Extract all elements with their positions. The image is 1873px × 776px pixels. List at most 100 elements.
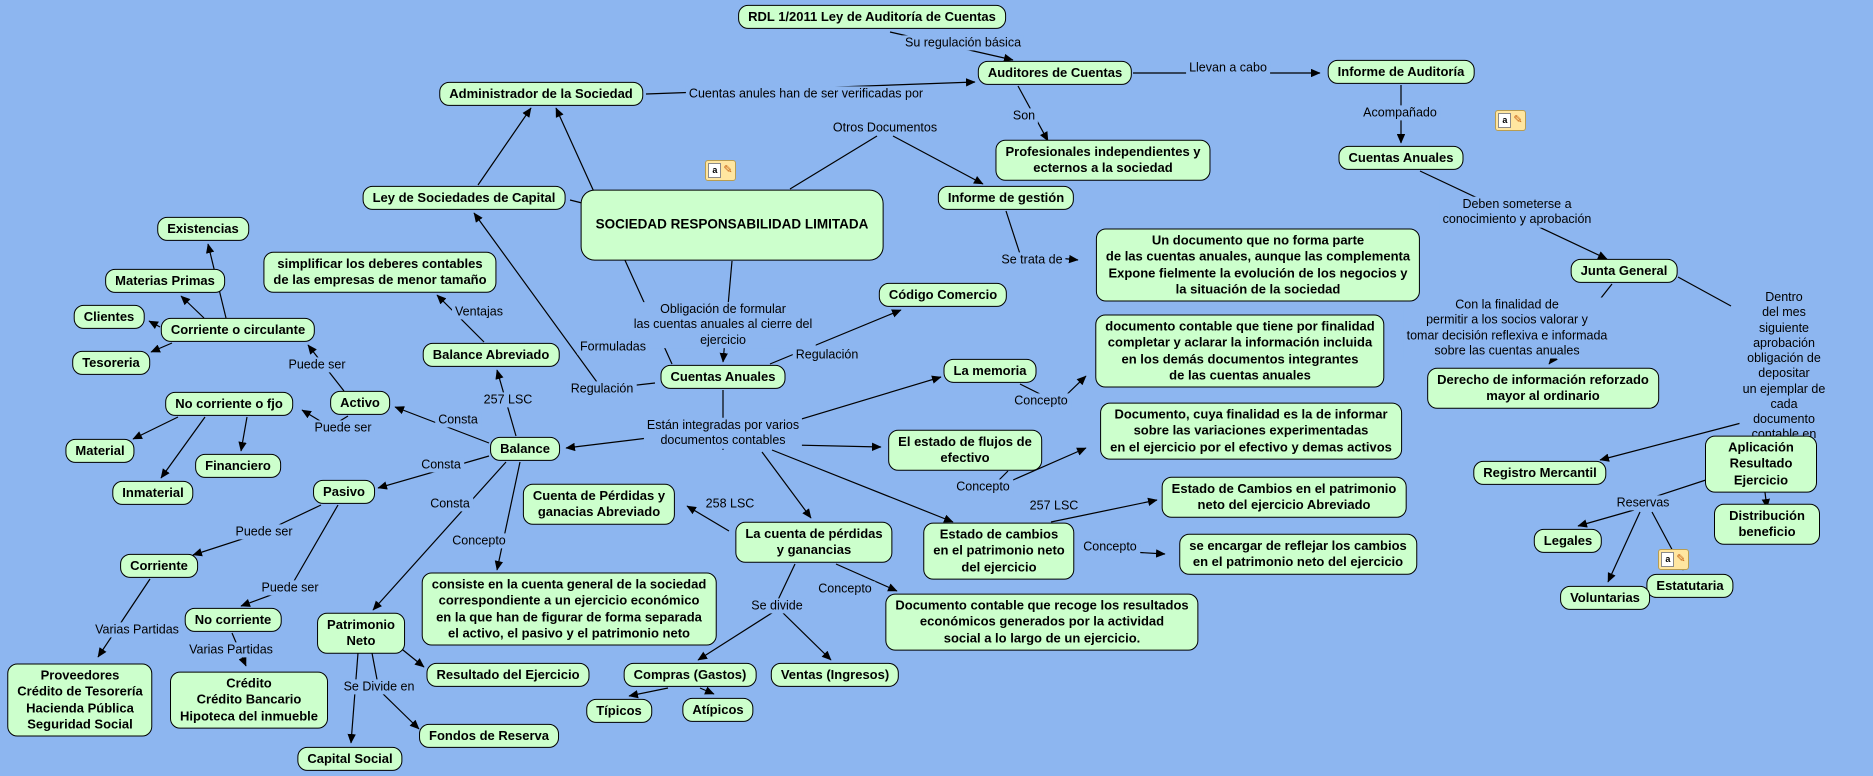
link-label-puede_ser_3[interactable]: Puede ser	[232, 524, 296, 540]
link-label-concepto_balance[interactable]: Concepto	[449, 533, 509, 549]
concept-node-corriente_circulante[interactable]: Corriente o circulante	[160, 317, 316, 343]
link-label-puede_ser_1[interactable]: Puede ser	[285, 357, 349, 373]
concept-node-aplicacion_resultado[interactable]: Aplicación Resultado Ejercicio	[1705, 435, 1817, 493]
concept-node-cuentas_anuales_der[interactable]: Cuentas Anuales	[1338, 145, 1464, 171]
concept-node-profesionales_independientes[interactable]: Profesionales independientes y ecternos …	[995, 139, 1211, 181]
concept-node-patrimonio_neto[interactable]: Patrimonio Neto	[317, 612, 405, 654]
link-label-deben_someterse[interactable]: Deben someterse a conocimiento y aprobac…	[1439, 196, 1595, 228]
concept-node-registro_mercantil[interactable]: Registro Mercantil	[1473, 460, 1607, 486]
concept-node-no_corriente_fijo[interactable]: No corriente o fjo	[165, 391, 293, 417]
link-label-concepto_cuenta[interactable]: Concepto	[815, 581, 875, 597]
concept-node-rdl_ley_auditoria[interactable]: RDL 1/2011 Ley de Auditoría de Cuentas	[738, 4, 1006, 30]
concept-node-resultado_ejercicio[interactable]: Resultado del Ejercicio	[426, 662, 590, 688]
resource-link-icon-resource-estatutaria[interactable]: a✎	[1658, 549, 1689, 570]
edge-junta_general-dentro_mes	[1677, 276, 1732, 307]
link-label-estan_integradas[interactable]: Están integradas por varios documentos c…	[643, 417, 803, 449]
concept-node-simplificar_deberes[interactable]: simplificar los deberes contables de las…	[263, 251, 497, 293]
link-label-formuladas[interactable]: Formuladas	[577, 339, 649, 355]
concept-node-administrador_sociedad[interactable]: Administrador de la Sociedad	[439, 81, 643, 107]
link-label-se_trata_de[interactable]: Se trata de	[998, 252, 1066, 268]
edge-corriente_circulante-tesoreria	[150, 342, 173, 353]
link-label-regulacion_der[interactable]: Regulación	[792, 347, 862, 363]
concept-node-balance_abreviado[interactable]: Balance Abreviado	[422, 342, 560, 368]
link-label-acompanado[interactable]: Acompañado	[1360, 105, 1440, 121]
concept-node-sociedad_limitada[interactable]: SOCIEDAD RESPONSABILIDAD LIMITADA	[580, 189, 884, 261]
concept-node-derecho_informacion[interactable]: Derecho de información reforzado mayor a…	[1427, 367, 1659, 409]
concept-node-junta_general[interactable]: Junta General	[1570, 258, 1678, 284]
concept-node-estado_cambios_abreviado[interactable]: Estado de Cambios en el patrimonio neto …	[1161, 476, 1407, 518]
concept-node-balance[interactable]: Balance	[490, 436, 560, 462]
concept-node-estatutaria[interactable]: Estatutaria	[1646, 573, 1734, 599]
concept-node-capital_social[interactable]: Capital Social	[297, 746, 403, 772]
link-label-lsc257_2[interactable]: 257 LSC	[1026, 498, 1082, 514]
concept-node-inmaterial[interactable]: Inmaterial	[112, 480, 194, 506]
concept-node-codigo_comercio[interactable]: Código Comercio	[878, 282, 1008, 308]
concept-node-activo[interactable]: Activo	[330, 390, 390, 416]
link-label-concepto_memoria[interactable]: Concepto	[1011, 393, 1071, 409]
concept-node-legales[interactable]: Legales	[1533, 528, 1603, 554]
link-label-lsc258[interactable]: 258 LSC	[702, 496, 758, 512]
concept-node-cuenta_perdidas_abreviado[interactable]: Cuenta de Pérdidas y ganacias Abreviado	[522, 483, 676, 525]
concept-node-fondos_reserva[interactable]: Fondos de Reserva	[419, 723, 559, 749]
concept-node-clientes[interactable]: Clientes	[73, 304, 145, 330]
link-label-lsc257_1[interactable]: 257 LSC	[480, 392, 536, 408]
link-label-reservas[interactable]: Reservas	[1613, 495, 1673, 511]
concept-node-flujos_efectivo[interactable]: El estado de flujos de efectivo	[888, 429, 1042, 471]
concept-node-credito[interactable]: Crédito Crédito Bancario Hipoteca del in…	[170, 671, 328, 729]
concept-node-un_documento_no_forma_parte[interactable]: Un documento que no forma parte de las c…	[1095, 228, 1421, 302]
concept-node-la_memoria[interactable]: La memoria	[943, 358, 1037, 384]
concept-node-cuentas_anuales[interactable]: Cuentas Anuales	[660, 364, 786, 390]
link-label-puede_ser_4[interactable]: Puede ser	[258, 580, 322, 596]
concept-node-distribucion_beneficio[interactable]: Distribución beneficio	[1714, 503, 1820, 545]
link-label-obligacion_formular[interactable]: Obligación de formular las cuentas anual…	[630, 302, 816, 348]
concept-node-pasivo[interactable]: Pasivo	[313, 479, 375, 505]
link-label-llevan_a_cabo[interactable]: Llevan a cabo	[1186, 60, 1270, 76]
edge-cuenta_perdidas-cuenta_perdidas_abreviado	[686, 505, 730, 532]
concept-node-no_corriente[interactable]: No corriente	[184, 607, 282, 633]
link-label-concepto_estado[interactable]: Concepto	[1080, 539, 1140, 555]
concept-node-proveedores[interactable]: Proveedores Crédito de Tesorería Haciend…	[7, 663, 153, 737]
link-label-consta_3[interactable]: Consta	[427, 496, 473, 512]
concept-node-doc_informar_variaciones[interactable]: Documento, cuya finalidad es la de infor…	[1100, 402, 1402, 460]
link-label-puede_ser_2[interactable]: Puede ser	[311, 420, 375, 436]
concept-node-ventas_ingresos[interactable]: Ventas (Ingresos)	[770, 662, 900, 688]
concept-node-informe_gestion[interactable]: Informe de gestión	[937, 185, 1075, 211]
link-label-se_divide_en[interactable]: Se Divide en	[340, 679, 418, 695]
concept-node-corriente[interactable]: Corriente	[120, 553, 198, 579]
concept-node-informe_auditoria[interactable]: Informe de Auditoría	[1327, 59, 1475, 85]
link-label-cuentas_verificadas[interactable]: Cuentas anules han de ser verificadas po…	[685, 86, 927, 102]
concept-node-cuenta_perdidas_ganancias[interactable]: La cuenta de pérdidas y ganancias	[735, 521, 893, 563]
concept-node-atipicos[interactable]: Atípicos	[682, 697, 754, 723]
edge-no_corriente_fijo-material	[132, 416, 179, 440]
link-label-concepto_flujos[interactable]: Concepto	[953, 479, 1013, 495]
link-label-se_divide[interactable]: Se divide	[748, 598, 806, 614]
concept-node-materias_primas[interactable]: Materias Primas	[105, 268, 225, 294]
concept-node-financiero[interactable]: Financiero	[195, 453, 281, 479]
link-label-su_regulacion[interactable]: Su regulación básica	[901, 35, 1025, 51]
concept-node-estado_cambios[interactable]: Estado de cambios en el patrimonio neto …	[923, 522, 1075, 580]
resource-link-icon-resource-informe-auditoria[interactable]: a✎	[1495, 110, 1526, 131]
concept-node-compras_gastos[interactable]: Compras (Gastos)	[623, 662, 757, 688]
concept-node-voluntarias[interactable]: Voluntarias	[1560, 585, 1650, 611]
concept-node-ley_sociedades_capital[interactable]: Ley de Sociedades de Capital	[362, 185, 566, 211]
concept-node-doc_completar_aclarar[interactable]: documento contable que tiene por finalid…	[1095, 314, 1385, 388]
link-label-varias_partidas_2[interactable]: Varias Partidas	[186, 642, 276, 658]
link-label-regulacion_izq[interactable]: Regulación	[567, 381, 637, 397]
concept-node-material[interactable]: Material	[65, 438, 135, 464]
concept-node-consiste_cuenta_general[interactable]: consiste en la cuenta general de la soci…	[421, 572, 717, 646]
link-label-con_finalidad[interactable]: Con la finalidad de permitir a los socio…	[1403, 297, 1611, 359]
link-label-consta_2[interactable]: Consta	[418, 457, 464, 473]
link-label-ventajas[interactable]: Ventajas	[452, 304, 506, 320]
link-label-dentro_mes[interactable]: Dentro del mes siguiente aprobación obli…	[1739, 289, 1829, 443]
link-label-consta_1[interactable]: Consta	[435, 412, 481, 428]
concept-node-doc_recoge_resultados[interactable]: Documento contable que recoge los result…	[885, 593, 1199, 651]
concept-node-existencias[interactable]: Existencias	[157, 216, 249, 242]
concept-node-auditores_cuentas[interactable]: Auditores de Cuentas	[977, 60, 1133, 86]
concept-node-tesoreria[interactable]: Tesoreria	[72, 350, 150, 376]
link-label-varias_partidas_1[interactable]: Varias Partidas	[92, 622, 182, 638]
link-label-son[interactable]: Son	[1009, 108, 1039, 124]
concept-node-se_encargar_reflejar[interactable]: se encargar de reflejar los cambios en e…	[1179, 533, 1417, 575]
resource-link-icon-resource-sociedad[interactable]: a✎	[705, 160, 736, 181]
concept-node-tipicos[interactable]: Típicos	[586, 698, 652, 724]
link-label-otros_documentos[interactable]: Otros Documentos	[829, 120, 941, 136]
